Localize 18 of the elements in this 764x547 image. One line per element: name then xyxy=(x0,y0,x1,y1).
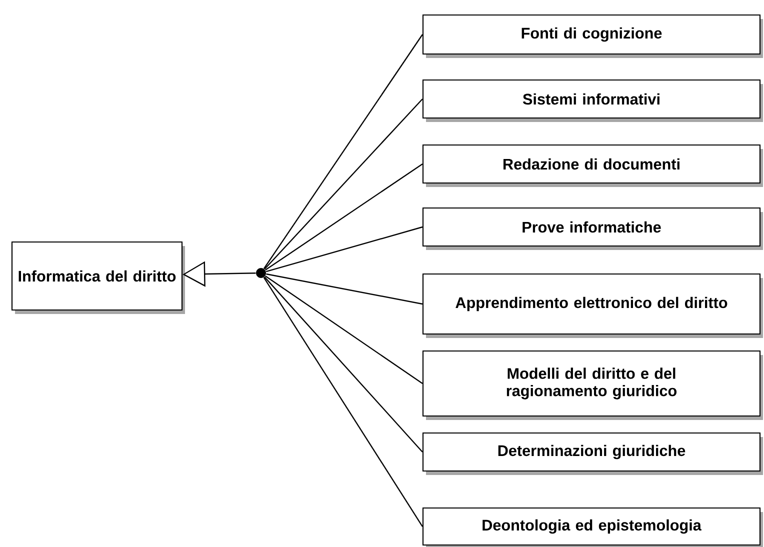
class-box: Determinazioni giuridiche xyxy=(422,432,763,475)
class-box: Sistemi informativi xyxy=(422,79,763,122)
connector-line xyxy=(264,276,423,452)
class-box: Deontologia ed epistemologia xyxy=(422,507,763,547)
class-box: Prove informatiche xyxy=(422,207,763,250)
class-box: Modelli del diritto e del ragionamento giuridico xyxy=(422,350,763,420)
connector-line xyxy=(264,98,423,270)
connector-line xyxy=(266,226,423,272)
class-box: Fonti di cognizione xyxy=(422,14,763,58)
class-box: Informatica del diritto xyxy=(11,241,185,314)
connector-line xyxy=(265,275,423,384)
class-box: Apprendimento elettronico del diritto xyxy=(422,273,763,338)
junction-dot xyxy=(256,268,266,278)
connector-line xyxy=(266,273,423,305)
connector-line xyxy=(263,277,423,527)
class-box: Redazione di documenti xyxy=(422,144,763,187)
connector-line xyxy=(265,164,423,271)
connector-line xyxy=(263,34,423,269)
